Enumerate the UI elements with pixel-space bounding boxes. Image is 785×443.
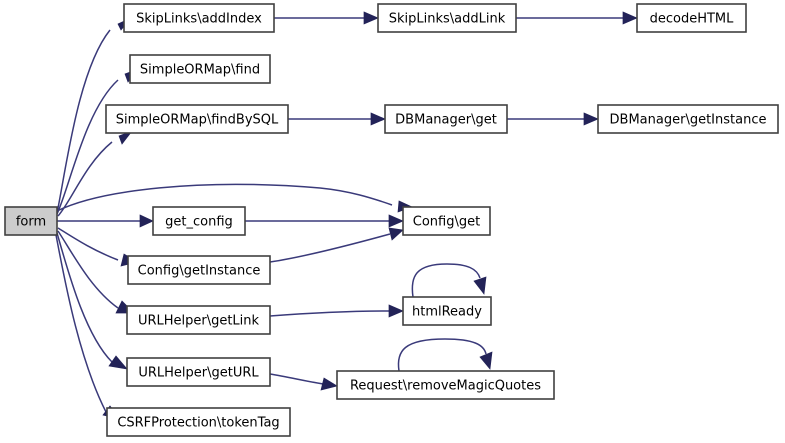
node-dbget[interactable]: DBManager\get	[384, 104, 508, 134]
node-box[interactable]	[106, 407, 291, 437]
edge-htmlReady-to-htmlReady	[411, 263, 487, 298]
arrowhead-icon	[388, 304, 404, 318]
node-label: URLHelper\getLink	[138, 314, 260, 329]
edge-findBySQL-to-dbget	[288, 112, 386, 126]
node-getInstanceConfig[interactable]: Config\getInstance	[127, 255, 271, 285]
edge-getURL-to-removeMagicQuotes	[269, 373, 338, 391]
node-box[interactable]	[336, 370, 555, 400]
edge-line	[56, 183, 393, 212]
nodes-layer: form SkipLinks\addIndexSimpleORMap\findSi…	[4, 3, 779, 437]
edge-line	[411, 263, 481, 298]
edge-addLink-to-decodeHTML	[516, 11, 638, 25]
edge-line	[269, 373, 324, 385]
node-get_config[interactable]: get_config	[152, 206, 246, 236]
node-label: SkipLinks\addIndex	[136, 12, 262, 27]
node-label: Config\getInstance	[138, 264, 261, 279]
node-box[interactable]	[105, 104, 289, 134]
arrowhead-icon	[388, 227, 404, 241]
edge-line	[56, 29, 111, 214]
node-configget[interactable]: Config\get	[402, 206, 491, 236]
edge-addIndex-to-addLink	[274, 11, 379, 25]
node-label: form	[16, 215, 46, 230]
edge-form-to-get_config	[57, 214, 154, 228]
node-box[interactable]	[597, 104, 779, 134]
arrowhead-icon	[370, 112, 386, 126]
arrowhead-icon	[139, 214, 154, 228]
edge-line	[269, 310, 390, 317]
edge-getInstanceConfig-to-configget	[269, 227, 404, 263]
edges-layer	[55, 11, 638, 420]
node-box[interactable]	[377, 3, 517, 33]
node-box[interactable]	[152, 206, 246, 236]
node-box[interactable]	[636, 3, 747, 33]
node-dbgetInstance[interactable]: DBManager\getInstance	[597, 104, 779, 134]
node-getLink[interactable]: URLHelper\getLink	[126, 305, 271, 335]
node-box[interactable]	[126, 357, 271, 387]
node-box[interactable]	[4, 206, 58, 236]
node-box[interactable]	[384, 104, 508, 134]
arrowhead-icon	[320, 377, 338, 391]
edge-form-to-getURL	[56, 232, 128, 370]
node-label: decodeHTML	[650, 12, 735, 27]
node-addLink[interactable]: SkipLinks\addLink	[377, 3, 517, 33]
node-box[interactable]	[123, 3, 275, 33]
node-label: DBManager\getInstance	[610, 113, 767, 128]
node-box[interactable]	[402, 206, 491, 236]
node-box[interactable]	[127, 255, 271, 285]
arrowhead-icon	[388, 214, 404, 228]
node-box[interactable]	[129, 54, 271, 84]
edge-line	[56, 79, 119, 215]
node-removeMagicQuotes[interactable]: Request\removeMagicQuotes	[336, 370, 555, 400]
node-tokenTag[interactable]: CSRFProtection\tokenTag	[106, 407, 291, 437]
node-label: DBManager\get	[395, 113, 497, 128]
node-decodeHTML[interactable]: decodeHTML	[636, 3, 747, 33]
edge-getLink-to-htmlReady	[269, 304, 404, 318]
arrowhead-icon	[363, 11, 379, 25]
edge-dbget-to-dbgetInstance	[507, 112, 599, 126]
edge-line	[57, 141, 113, 217]
edge-line	[55, 234, 107, 413]
arrowhead-icon	[479, 351, 493, 370]
edge-line	[57, 227, 119, 261]
node-findBySQL[interactable]: SimpleORMap\findBySQL	[105, 104, 289, 134]
arrowhead-icon	[583, 112, 599, 126]
node-label: SimpleORMap\find	[140, 63, 260, 78]
node-label: CSRFProtection\tokenTag	[117, 416, 279, 431]
edge-line	[56, 232, 113, 363]
node-box[interactable]	[126, 305, 271, 335]
edge-removeMagicQuotes-to-removeMagicQuotes	[397, 338, 493, 372]
arrowhead-icon	[473, 276, 487, 295]
node-form[interactable]: form	[4, 206, 58, 236]
edge-line	[269, 233, 391, 263]
node-addIndex[interactable]: SkipLinks\addIndex	[123, 3, 275, 33]
node-find[interactable]: SimpleORMap\find	[129, 54, 271, 84]
node-label: htmlReady	[412, 305, 482, 320]
node-label: get_config	[165, 215, 233, 230]
arrowhead-icon	[108, 355, 128, 370]
arrowhead-icon	[622, 11, 638, 25]
edge-get_config-to-configget	[245, 214, 404, 228]
node-label: SkipLinks\addLink	[389, 12, 506, 27]
node-label: URLHelper\getURL	[138, 366, 259, 381]
edge-form-to-getInstanceConfig	[57, 227, 138, 267]
node-label: Config\get	[413, 215, 480, 230]
edge-form-to-findBySQL	[57, 130, 134, 217]
node-label: Request\removeMagicQuotes	[350, 379, 541, 394]
node-box[interactable]	[402, 296, 492, 326]
node-getURL[interactable]: URLHelper\getURL	[126, 357, 271, 387]
node-label: SimpleORMap\findBySQL	[116, 113, 279, 128]
edge-line	[397, 338, 487, 372]
edge-line	[57, 230, 119, 309]
node-htmlReady[interactable]: htmlReady	[402, 296, 492, 326]
